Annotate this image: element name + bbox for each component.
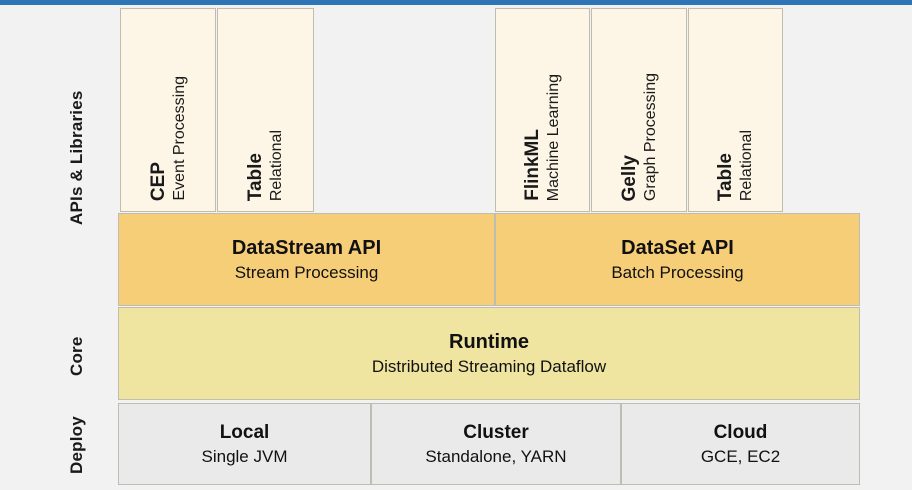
axis-label-core: Core (67, 336, 86, 376)
api-title: DataStream API (231, 236, 382, 259)
library-title: Gelly (618, 154, 640, 201)
library-title: CEP (147, 161, 169, 201)
deploy-title: Cloud (713, 421, 768, 443)
api-box[interactable]: DataStream API Stream Processing (118, 213, 495, 306)
library-subtitle: Relational (268, 129, 285, 201)
library-title: Table (715, 152, 736, 201)
core-runtime-subtitle: Distributed Streaming Dataflow (371, 356, 607, 376)
library-title: FlinkML (522, 129, 543, 201)
top-accent-rule (0, 0, 912, 5)
library-title: Table (245, 152, 266, 201)
axis-label-deploy: Deploy (67, 416, 86, 474)
library-subtitle: Relational (738, 129, 755, 201)
axis-label-apis-libraries: APIs & Libraries (67, 90, 86, 226)
deploy-title: Local (219, 421, 270, 443)
deploy-subtitle: GCE, EC2 (700, 446, 781, 466)
core-runtime-box[interactable]: Runtime Distributed Streaming Dataflow (118, 307, 860, 400)
library-subtitle: Event Processing (170, 76, 188, 201)
deploy-subtitle: Single JVM (201, 446, 288, 466)
library-subtitle: Graph Processing (641, 72, 659, 201)
api-box[interactable]: DataSet API Batch Processing (495, 213, 860, 306)
deploy-title: Cluster (463, 421, 529, 443)
core-runtime-title: Runtime (449, 330, 529, 353)
api-subtitle: Batch Processing (611, 262, 744, 282)
library-subtitle: Machine Learning (545, 73, 562, 201)
api-subtitle: Stream Processing (234, 262, 379, 282)
api-title: DataSet API (621, 236, 734, 259)
deploy-subtitle: Standalone, YARN (425, 446, 567, 466)
